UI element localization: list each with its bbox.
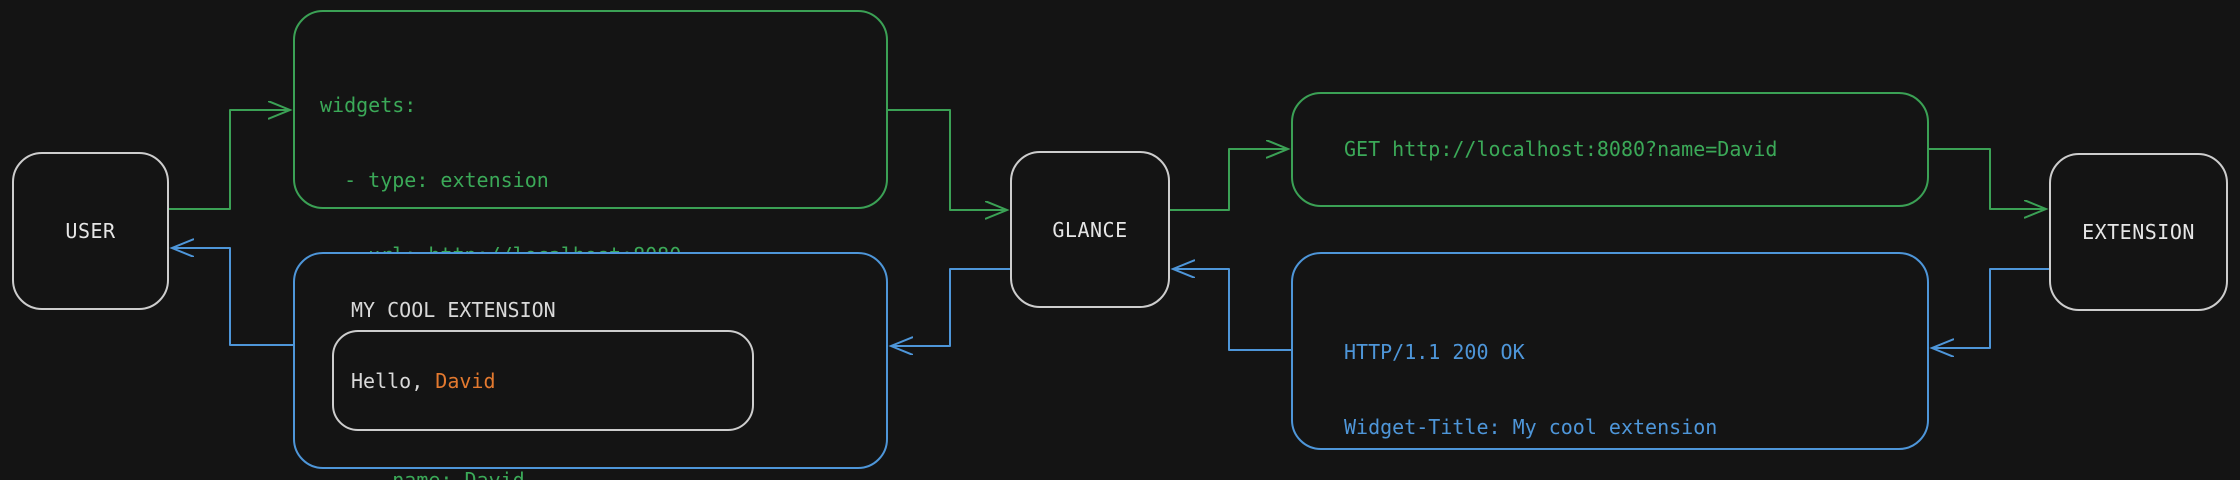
http-response-box: HTTP/1.1 200 OK Widget-Title: My cool ex… xyxy=(1291,252,1929,450)
greeting-name: David xyxy=(435,368,496,393)
config-line: name: David xyxy=(320,468,525,480)
response-line: Widget-Title: My cool extension xyxy=(1344,415,1718,439)
widget-title: MY COOL EXTENSION xyxy=(351,298,556,322)
widget-content-frame: Hello, David xyxy=(332,330,754,431)
node-extension-label: EXTENSION xyxy=(2082,220,2195,244)
config-line: - type: extension xyxy=(320,168,549,192)
http-request-line: GET http://localhost:8080?name=David xyxy=(1344,137,1778,161)
node-extension: EXTENSION xyxy=(2049,153,2228,311)
connector-glance-to-widget xyxy=(891,268,1010,346)
node-user: USER xyxy=(12,152,169,310)
connector-glance-to-request xyxy=(1170,149,1288,211)
http-request-box: GET http://localhost:8080?name=David xyxy=(1291,92,1929,207)
greeting-prefix: Hello, xyxy=(351,368,436,393)
connector-user-to-config xyxy=(169,110,290,210)
connector-extension-to-response xyxy=(1932,268,2049,348)
response-line: HTTP/1.1 200 OK xyxy=(1344,340,1525,364)
config-line: widgets: xyxy=(320,93,417,117)
widget-greeting: Hello, David xyxy=(351,369,496,393)
connector-response-to-glance xyxy=(1173,269,1291,351)
rendered-widget-box: MY COOL EXTENSION Hello, David xyxy=(293,252,888,469)
connector-widget-to-user xyxy=(172,248,293,346)
connector-config-to-glance xyxy=(888,109,1007,210)
node-user-label: USER xyxy=(65,219,116,243)
http-response-code: HTTP/1.1 200 OK Widget-Title: My cool ex… xyxy=(1344,290,1910,480)
config-yaml-box: widgets: - type: extension url: http://l… xyxy=(293,10,888,480)
node-glance: GLANCE xyxy=(1010,151,1170,308)
node-glance-label: GLANCE xyxy=(1052,217,1128,242)
connector-request-to-extension xyxy=(1929,148,2046,209)
